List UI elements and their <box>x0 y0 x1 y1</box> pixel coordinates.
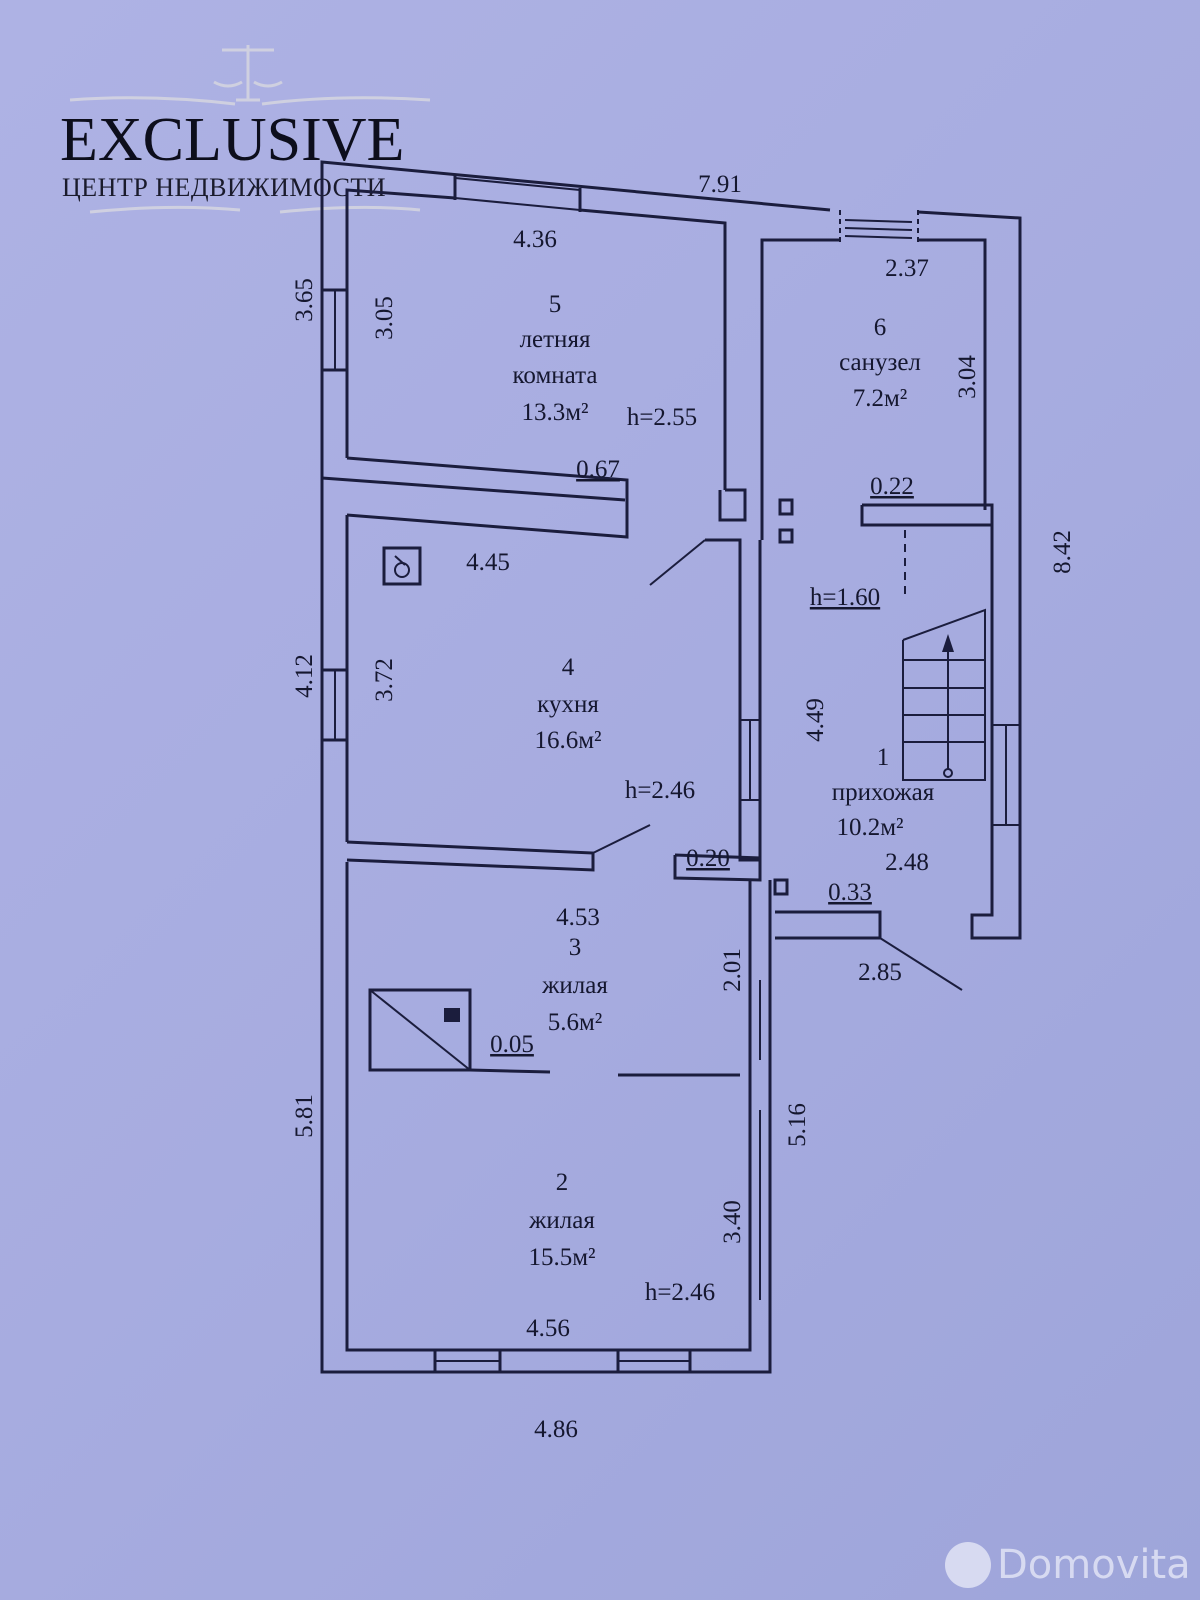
dim-room4-width: 4.45 <box>466 549 510 576</box>
room5-name: летняя <box>520 326 591 353</box>
dimension-labels: 7.91 4.36 3.65 3.05 0.67 4.45 4.12 3.72 … <box>291 171 1076 1443</box>
dim-room2-width: 4.56 <box>526 1315 570 1342</box>
room5-name2: комната <box>513 362 598 389</box>
logo-title: EXCLUSIVE <box>60 106 404 174</box>
room4-name: кухня <box>537 691 599 718</box>
scales-icon <box>69 45 431 214</box>
dim-hall-width: 2.48 <box>885 849 929 876</box>
room3-area: 5.6м² <box>548 1009 603 1036</box>
dim-room5-height: 3.05 <box>371 296 398 340</box>
dim-bottom-total: 4.86 <box>534 1416 578 1443</box>
dim-wall-020: 0.20 <box>686 845 730 872</box>
room6-area: 7.2м² <box>853 385 908 412</box>
dim-room2-right: 5.16 <box>784 1103 811 1147</box>
domovita-logo-icon <box>945 1542 991 1588</box>
stair-height: h=1.60 <box>810 584 880 611</box>
room4-number: 4 <box>562 654 575 681</box>
room6-name: санузел <box>839 349 921 376</box>
room2-area: 15.5м² <box>528 1244 595 1271</box>
room4-height: h=2.46 <box>625 777 695 804</box>
dim-room6-width: 2.37 <box>885 255 929 282</box>
room2-name: жилая <box>528 1207 595 1234</box>
dim-room2-depth: 3.40 <box>719 1200 746 1244</box>
room-labels: 5 летняя комната 13.3м² h=2.55 4 кухня 1… <box>513 291 935 1306</box>
logo-subtitle: ЦЕНТР НЕДВИЖИМОСТИ <box>62 173 386 202</box>
dim-room3-width: 4.53 <box>556 904 600 931</box>
dim-room5-outer-height: 3.65 <box>291 278 318 322</box>
dim-right-total: 8.42 <box>1049 530 1076 574</box>
dim-room2-outer-height: 5.81 <box>291 1094 318 1138</box>
dim-top-total: 7.91 <box>698 171 742 198</box>
dim-room5-width: 4.36 <box>513 226 557 253</box>
logo: EXCLUSIVE ЦЕНТР НЕДВИЖИМОСТИ <box>60 45 431 214</box>
room5-number: 5 <box>549 291 562 318</box>
dim-room6-depth: 3.04 <box>954 355 981 399</box>
dim-room3-depth: 2.01 <box>719 948 746 992</box>
room1-name: прихожая <box>832 779 935 806</box>
dim-room4-outer-height: 4.12 <box>291 654 318 698</box>
room3-name: жилая <box>541 972 608 999</box>
domovita-watermark: Domovita <box>945 1542 1191 1588</box>
room1-area: 10.2м² <box>836 814 903 841</box>
room4-area: 16.6м² <box>534 727 601 754</box>
dim-wall-033: 0.33 <box>828 879 872 906</box>
dim-hall-depth: 4.49 <box>802 698 829 742</box>
room2-height: h=2.46 <box>645 1279 715 1306</box>
room5-area: 13.3м² <box>521 399 588 426</box>
walls <box>320 160 1022 1374</box>
dim-porch: 2.85 <box>858 959 902 986</box>
room3-number: 3 <box>569 934 582 961</box>
dim-wall-005: 0.05 <box>490 1031 534 1058</box>
room1-number: 1 <box>877 744 890 771</box>
dim-room4-height: 3.72 <box>371 658 398 702</box>
room5-height: h=2.55 <box>627 404 697 431</box>
dim-wall-067: 0.67 <box>576 456 620 483</box>
watermark-text: Domovita <box>997 1542 1191 1588</box>
room2-number: 2 <box>556 1169 569 1196</box>
dim-wall-022: 0.22 <box>870 473 914 500</box>
room6-number: 6 <box>874 314 887 341</box>
